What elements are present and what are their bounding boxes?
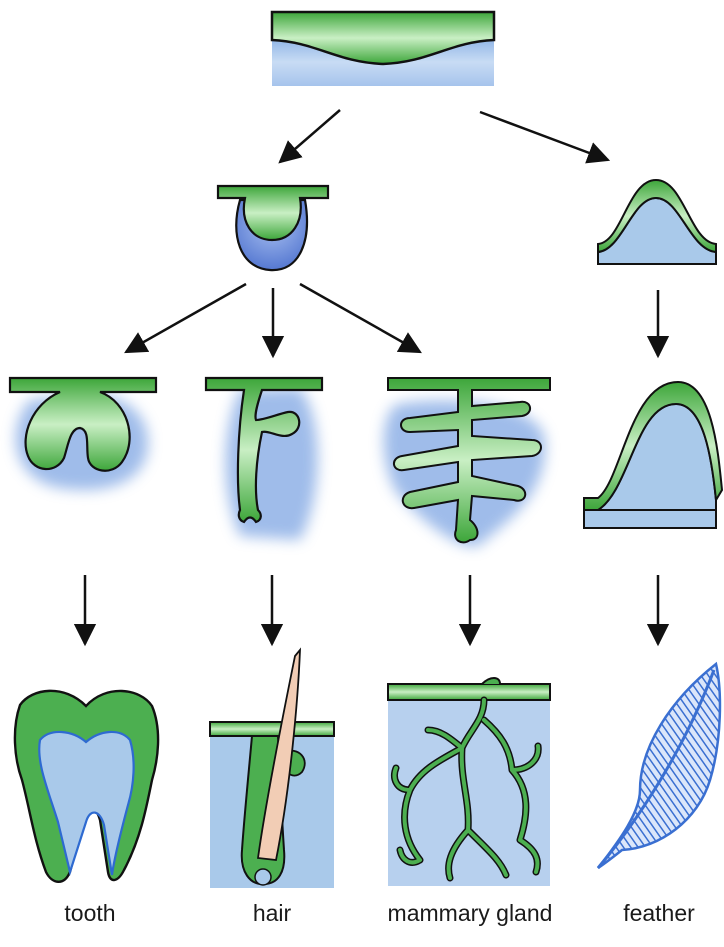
mammary-gland-illustration <box>388 678 550 886</box>
placode-stage <box>272 12 494 86</box>
dermal-papilla <box>255 869 271 885</box>
bud-stage <box>218 186 328 270</box>
arrow-bud-to-tooth <box>126 284 246 352</box>
hair-peg-stage <box>206 378 322 540</box>
feather-germ-stage <box>584 382 722 528</box>
label-mammary-gland: mammary gland <box>370 900 570 927</box>
feather-illustration <box>598 664 720 868</box>
tooth-illustration <box>15 691 158 882</box>
hair-illustration <box>210 650 334 888</box>
label-tooth: tooth <box>0 900 190 927</box>
feather-bud-stage <box>598 180 716 264</box>
arrow-placode-to-bud <box>280 110 340 162</box>
tooth-cap-stage <box>10 378 156 490</box>
mammary-branch-stage <box>384 378 550 546</box>
arrow-bud-to-mammary <box>300 284 420 352</box>
arrow-placode-to-feather-bud <box>480 112 608 160</box>
label-hair: hair <box>172 900 372 927</box>
label-feather: feather <box>559 900 724 927</box>
bud-epithelium <box>218 186 328 240</box>
